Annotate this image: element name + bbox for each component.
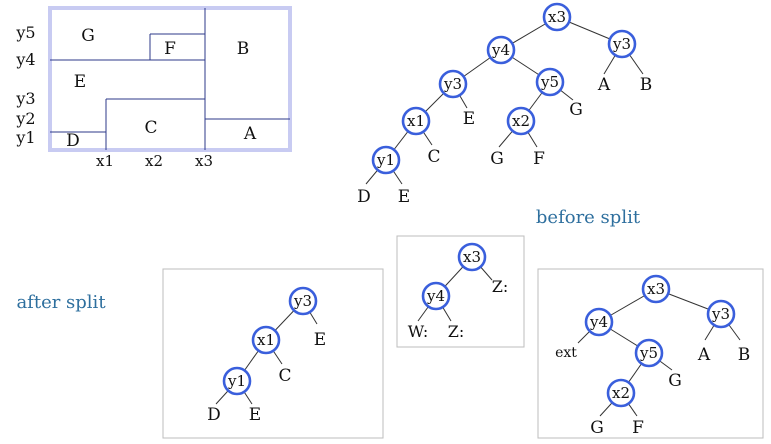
svg-text:y4: y4 [491,41,510,59]
tree-leaf: G [668,371,682,391]
tree-leaf: B [738,345,751,365]
tree-panel [537,268,764,439]
tree-node: x1 [401,106,431,136]
svg-text:y1: y1 [376,151,395,169]
x-axis-label: x2 [145,152,163,170]
svg-text:x3: x3 [647,280,665,298]
tree-node: y4 [421,281,451,311]
tree-node: y1 [371,145,401,175]
tree-leaf: A [597,75,611,95]
tree-node: y3 [706,299,736,329]
caption-before-split: before split [536,207,641,228]
partition-frame [48,6,292,152]
tree-leaf: G [569,100,583,120]
svg-text:x2: x2 [512,112,530,130]
tree-node: y3 [438,69,468,99]
tree-node: x2 [606,378,636,408]
tree-leaf: E [314,330,326,350]
tree-leaf: E [398,187,410,207]
partition-diagram: G F B E C A D y5 y4 y3 y2 y1 x1 x2 x3 [15,6,292,170]
svg-text:x1: x1 [257,331,275,349]
tree-after-split-left: y3 x1 y1 E C D E [162,268,384,439]
region-label: G [81,26,95,46]
svg-text:x2: x2 [612,384,630,402]
tree-leaf: E [463,109,475,129]
tree-node: y4 [486,35,516,65]
svg-text:y5: y5 [639,344,658,362]
tree-leaf: D [207,405,221,425]
tree-node: y5 [634,338,664,368]
tree-leaf: W: [408,322,428,341]
tree-leaf: C [278,366,291,386]
svg-text:x3: x3 [463,248,481,266]
tree-leaf: F [632,418,644,438]
tree-node: y3 [607,29,637,59]
y-axis-label: y4 [15,50,35,69]
tree-node: x2 [506,106,536,136]
x-axis-label: x1 [96,152,114,170]
y-axis-label: y3 [15,89,35,108]
tree-leaf: ext [555,345,577,361]
tree-before-split: x3 y4 y3 y3 y5 x1 x2 y1 A B E G C G F D … [357,2,653,207]
svg-text:y4: y4 [426,287,445,305]
region-label: E [74,72,86,92]
svg-text:y5: y5 [540,73,559,91]
tree-node: y3 [288,286,318,316]
tree-node: x3 [457,242,487,272]
tree-node: y4 [584,307,614,337]
tree-node: x1 [251,325,281,355]
tree-leaf: C [427,147,440,167]
svg-text:y3: y3 [711,305,730,323]
region-label: D [66,131,80,151]
svg-text:y1: y1 [227,372,246,390]
svg-text:y3: y3 [443,75,462,93]
x-axis-label: x3 [195,152,213,170]
y-axis-label: y1 [15,128,35,147]
svg-text:y4: y4 [589,313,608,331]
svg-text:x1: x1 [407,112,425,130]
tree-leaf: Z: [448,322,465,341]
tree-panel [162,268,384,439]
region-label: C [144,118,157,138]
region-label: F [164,39,176,59]
svg-text:y3: y3 [293,292,312,310]
region-label: A [243,124,257,144]
tree-after-split-middle: x3 y4 Z: W: Z: [396,235,525,348]
tree-after-split-right: x3 y4 y3 y5 x2 ext A B G G F [537,268,764,439]
svg-text:x3: x3 [548,8,566,26]
tree-leaf: Z: [492,277,509,296]
tree-leaf: A [697,345,711,365]
caption-after-split: after split [16,292,106,313]
y-axis-label: y2 [15,109,35,128]
tree-node: x3 [542,2,572,32]
y-axis-label: y5 [15,23,35,42]
tree-leaf: B [640,75,653,95]
region-label: B [237,39,250,59]
tree-leaf: G [490,149,504,169]
svg-text:y3: y3 [612,35,631,53]
tree-leaf: F [533,149,545,169]
tree-node: x3 [641,274,671,304]
tree-panel [396,235,525,348]
tree-leaf: G [590,418,604,438]
tree-leaf: D [357,187,371,207]
tree-node: y1 [222,366,252,396]
tree-node: y5 [535,67,565,97]
tree-leaf: E [249,405,261,425]
